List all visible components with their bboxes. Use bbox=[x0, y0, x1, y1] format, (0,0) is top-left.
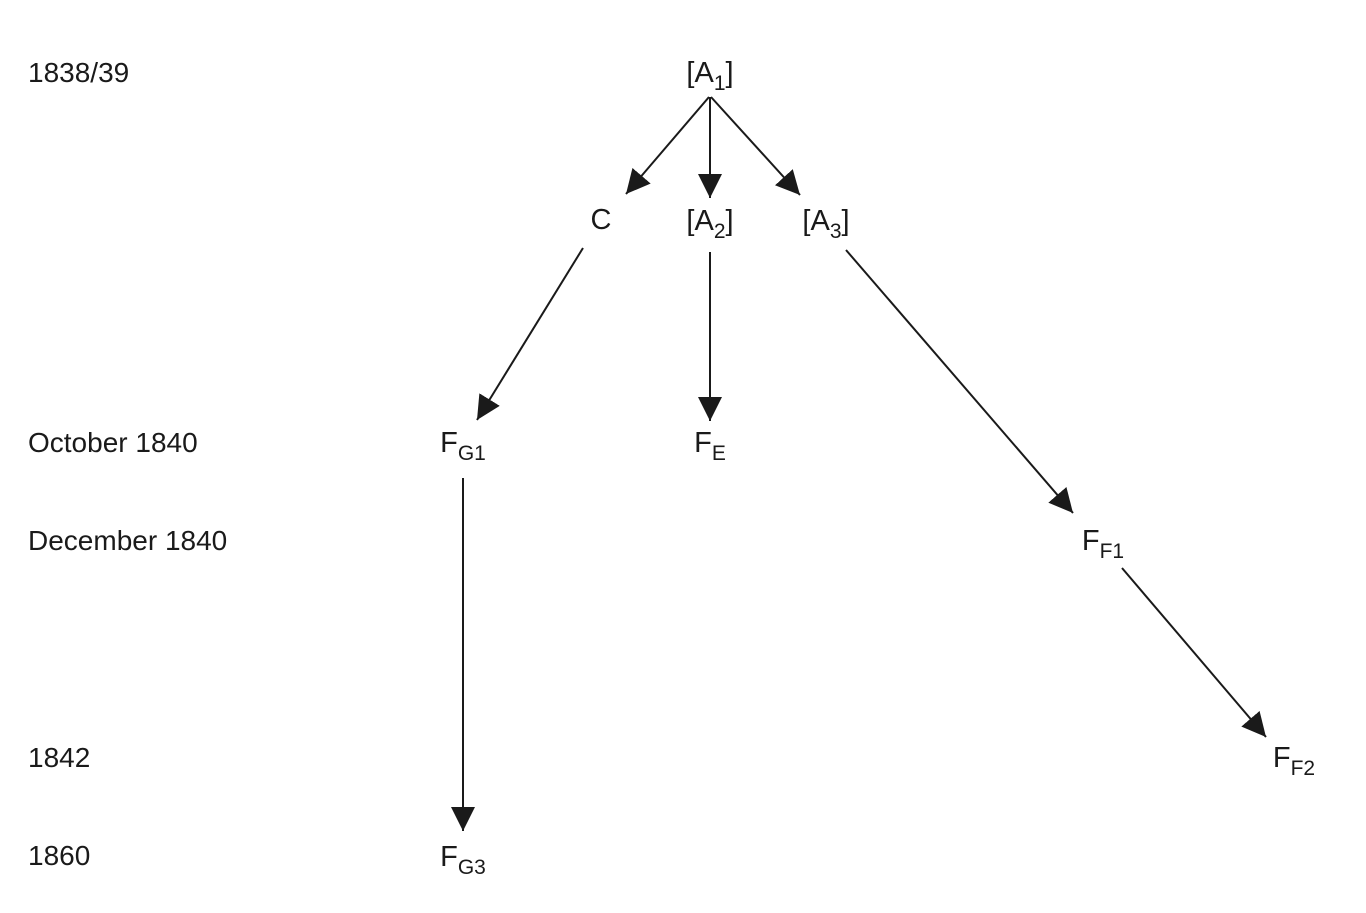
node-a2: [A2] bbox=[686, 205, 733, 243]
time-label-oct-1840: October 1840 bbox=[28, 427, 198, 458]
edge-a3-ff1 bbox=[845, 249, 1074, 514]
time-label-1838: 1838/39 bbox=[28, 57, 129, 88]
node-ff2: FF2 bbox=[1273, 742, 1315, 780]
node-a1: [A1] bbox=[686, 57, 733, 95]
node-fg3: FG3 bbox=[440, 841, 486, 879]
edge-a1-c bbox=[625, 96, 710, 195]
time-label-1842: 1842 bbox=[28, 742, 90, 773]
edge-c-fg1 bbox=[476, 247, 584, 421]
node-fg1: FG1 bbox=[440, 427, 486, 465]
node-ff1: FF1 bbox=[1082, 525, 1124, 563]
time-label-1860: 1860 bbox=[28, 840, 90, 871]
edge-ff1-ff2 bbox=[1121, 567, 1267, 738]
node-a3: [A3] bbox=[802, 205, 849, 243]
edges bbox=[451, 96, 1267, 831]
node-fe: FE bbox=[694, 427, 726, 465]
edge-a1-a3 bbox=[710, 96, 801, 196]
node-c: C bbox=[591, 204, 612, 236]
time-label-dec-1840: December 1840 bbox=[28, 525, 227, 556]
